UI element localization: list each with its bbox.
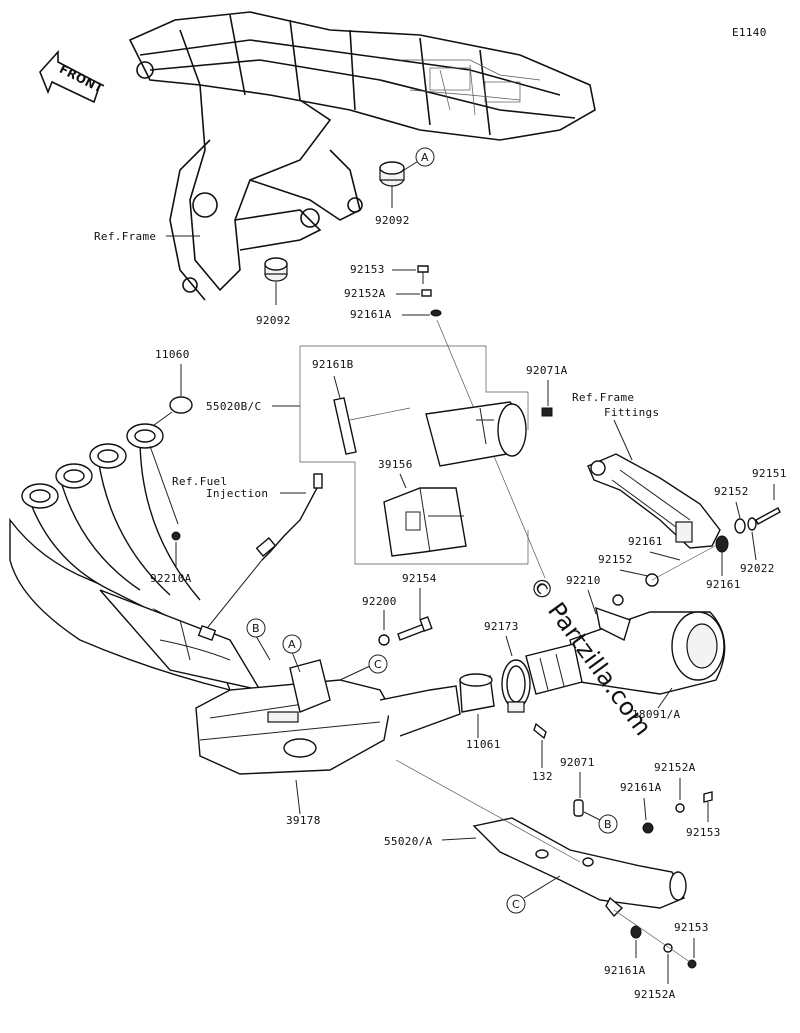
- label-92071A: 92071A: [526, 364, 568, 377]
- label-92200: 92200: [362, 595, 397, 608]
- grommet-92161-r1: [715, 535, 729, 553]
- exhaust-header-pipes: [9, 423, 262, 692]
- insulator-39156: [383, 487, 467, 557]
- grommet-92161A-b: [630, 925, 642, 939]
- label-39178: 39178: [286, 814, 321, 827]
- callout-b-mid-label: B: [252, 622, 260, 635]
- nut-92210A: [171, 531, 181, 541]
- label-92152-r1: 92152: [714, 485, 749, 498]
- label-11060: 11060: [155, 348, 190, 361]
- label-132: 132: [532, 770, 553, 783]
- callout-a-top-label: A: [421, 151, 429, 164]
- ref-fuel-label-1: Ref.Fuel: [172, 475, 227, 488]
- label-92161-r1: 92161: [628, 535, 663, 548]
- label-92153-r: 92153: [686, 826, 721, 839]
- diagram-code: E1140: [732, 26, 767, 39]
- label-92161A-b: 92161A: [604, 964, 646, 977]
- grommet-92092-top: [379, 161, 405, 187]
- frame-fitting-bracket: [587, 453, 721, 549]
- ref-fuel-label-2: Injection: [206, 487, 268, 500]
- ref-frame-label: Ref.Frame: [94, 230, 156, 243]
- callout-b-low-label: B: [604, 818, 612, 831]
- washer-92210: [612, 594, 624, 606]
- label-92154: 92154: [402, 572, 437, 585]
- callout-c-mid: [368, 654, 388, 674]
- label-92210: 92210: [566, 574, 601, 587]
- grommet-92092-low: [264, 257, 288, 282]
- bolt-92153-r: [703, 791, 713, 803]
- grommet-92022: [747, 517, 757, 531]
- washer-92200: [378, 634, 390, 646]
- grommet-92161A-r: [642, 822, 654, 834]
- gasket-11061: [459, 673, 495, 713]
- label-92092-low: 92092: [256, 314, 291, 327]
- callout-b-mid: [246, 618, 266, 638]
- label-92161A-r: 92161A: [620, 781, 662, 794]
- muffler-18091A: [525, 606, 726, 695]
- ref-frame-fittings-label-2: Fittings: [604, 406, 659, 419]
- label-92153-b: 92153: [674, 921, 709, 934]
- bolt-92154: [397, 616, 433, 641]
- label-92152A-b: 92152A: [634, 988, 676, 1001]
- label-92152-r2: 92152: [598, 553, 633, 566]
- nut-92071A: [541, 407, 553, 417]
- bolt-92151: [755, 507, 781, 525]
- bolt-92153-top: [417, 265, 429, 284]
- callout-a-top: [415, 147, 435, 167]
- washer-92152A-top: [421, 289, 432, 297]
- label-92071: 92071: [560, 756, 595, 769]
- heat-cover-55020A: [472, 817, 687, 918]
- label-92153-top: 92153: [350, 263, 385, 276]
- label-55020A: 55020/A: [384, 835, 433, 848]
- chamber-39178: [195, 659, 461, 775]
- label-92161A-top: 92161A: [350, 308, 392, 321]
- ref-frame-fittings-label-1: Ref.Frame: [572, 391, 634, 404]
- label-92092-top: 92092: [375, 214, 410, 227]
- label-92022: 92022: [740, 562, 775, 575]
- label-92210A: 92210A: [150, 572, 192, 585]
- callout-a-mid: [282, 634, 302, 654]
- label-18091A: 18091/A: [632, 708, 681, 721]
- motorcycle-frame: [128, 11, 596, 301]
- label-92161-r2: 92161: [706, 578, 741, 591]
- callout-a-mid-label: A: [288, 638, 296, 651]
- gasket-11060: [169, 396, 193, 414]
- damper-92161B: [333, 397, 357, 455]
- callout-c-low: [506, 894, 526, 914]
- label-92173: 92173: [484, 620, 519, 633]
- label-92152A-r: 92152A: [654, 761, 696, 774]
- front-arrow-icon: FRONT: [39, 49, 106, 104]
- label-39156: 39156: [378, 458, 413, 471]
- washer-92152A-r: [675, 803, 685, 813]
- o2-sensor: [255, 473, 323, 561]
- label-92152A-top: 92152A: [344, 287, 386, 300]
- label-55020BC: 55020B/C: [206, 400, 261, 413]
- heat-cover-55020BC: [425, 401, 527, 467]
- label-11061: 11061: [466, 738, 501, 751]
- label-92151: 92151: [752, 467, 787, 480]
- clamp-92173: [501, 659, 531, 713]
- group-bracket: [299, 345, 529, 565]
- callout-b-low: [598, 814, 618, 834]
- nut-92071: [573, 799, 584, 817]
- callout-c-low-label: C: [512, 898, 520, 911]
- washer-92152-r1: [734, 518, 746, 534]
- grommet-92161A-top: [430, 309, 442, 317]
- callout-c-mid-label: C: [374, 658, 382, 671]
- label-92161B: 92161B: [312, 358, 354, 371]
- bolt-132: [533, 722, 547, 740]
